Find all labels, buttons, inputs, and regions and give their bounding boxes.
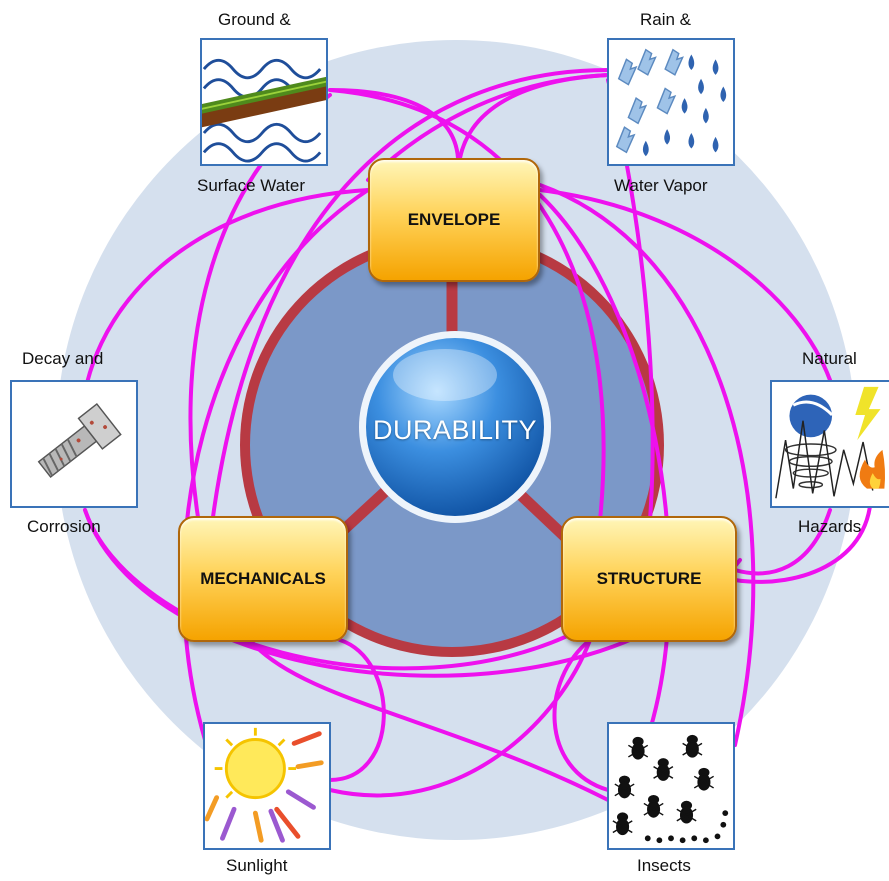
rain-vapor-label-bottom: Water Vapor [614,176,708,195]
sphere-highlight [393,349,497,401]
sun-icon [205,727,324,843]
insects-label: Insects [637,856,691,875]
envelope-box: ENVELOPE [368,158,540,282]
rain-vapor-icon [615,48,727,157]
sunlight-label: Sunlight [226,856,288,875]
sunlight-tile [203,722,331,850]
connector-envelope-sunlight [181,188,370,742]
rain-vapor-tile [607,38,735,166]
connector-envelope-natural [538,188,832,382]
decay-tile [10,380,138,508]
structure-box: STRUCTURE [561,516,737,642]
natural-tile [770,380,889,508]
natural-label-bottom: Hazards [798,517,862,536]
insects-tile [607,722,735,850]
connector-insects-mechanicals [248,638,610,802]
connector-ground-envelope [328,88,460,160]
decay-label-bottom: Corrosion [27,517,101,536]
mechanicals-box: MECHANICALS [178,516,348,642]
connector-envelope-insects-2 [538,193,672,732]
decay-label-top: Decay and [22,349,104,368]
natural-hazards-icon [775,386,886,499]
durability-label: DURABILITY [372,414,538,445]
connector-natural-structure [733,508,832,576]
ground-water-label-top: Ground & [218,10,291,29]
termites-icon [612,734,729,844]
connector-ground-structure [328,88,606,522]
rain-vapor-label-top: Rain & [640,10,692,29]
connector-rain-mechanicals [208,68,610,542]
ground-water-label-bottom: Surface Water [197,176,306,195]
connector-envelope-insects [538,183,756,747]
connector-lines [78,68,873,802]
connector-insects-structure [552,638,610,792]
connector-sunlight-mechanicals [328,638,386,782]
rusty-bolt-icon [37,402,122,479]
water-ground-icon [202,58,326,163]
ground-water-tile [200,38,328,166]
durability-sphere [366,338,544,516]
natural-label-top: Natural [802,349,857,368]
connector-sunlight-structure [328,638,592,798]
